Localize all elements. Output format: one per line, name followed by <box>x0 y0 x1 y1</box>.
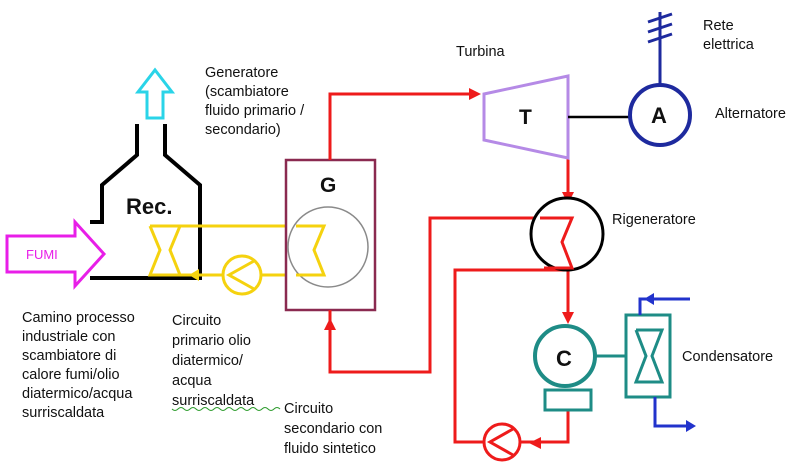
label-camino: Camino processo industriale con scambiat… <box>22 310 135 421</box>
svg-text:diatermico/acqua: diatermico/acqua <box>22 386 133 402</box>
svg-text:elettrica: elettrica <box>703 37 755 53</box>
label-circuito-primario: Circuito primario olio diatermico/ acqua… <box>172 313 255 409</box>
svg-text:Generatore: Generatore <box>205 65 278 81</box>
generator-letter: G <box>320 174 336 197</box>
svg-text:(scambiatore: (scambiatore <box>205 84 289 100</box>
secondary-circuit <box>328 92 570 444</box>
label-rete: Rete elettrica <box>703 18 755 53</box>
svg-text:diatermico/: diatermico/ <box>172 353 244 369</box>
primary-flow-arrow-icon <box>189 269 199 281</box>
svg-text:primario olio: primario olio <box>172 333 251 349</box>
svg-text:fluido sintetico: fluido sintetico <box>284 441 376 457</box>
svg-text:secondario con: secondario con <box>284 421 382 437</box>
label-alternatore: Alternatore <box>715 106 786 122</box>
exhaust-arrow-icon <box>134 67 176 120</box>
label-generatore: Generatore (scambiatore fluido primario … <box>205 65 305 138</box>
svg-text:scambiatore di: scambiatore di <box>22 348 116 364</box>
chimney-rec: Rec. <box>90 124 202 280</box>
fumi-arrow: FUMI <box>5 218 107 290</box>
turbine-t: T <box>482 74 570 160</box>
secondary-pump-icon <box>482 422 522 462</box>
svg-text:surriscaldata: surriscaldata <box>172 393 255 409</box>
spellcheck-underline <box>171 407 281 411</box>
generator-g: G <box>284 158 377 312</box>
alternator-a: A <box>628 83 692 147</box>
label-rigeneratore: Rigeneratore <box>612 212 696 228</box>
svg-text:secondario): secondario) <box>205 122 281 138</box>
label-turbina: Turbina <box>456 44 506 60</box>
alternator-letter: A <box>651 103 667 128</box>
svg-text:calore fumi/olio: calore fumi/olio <box>22 367 120 383</box>
grid-tower-icon <box>647 12 673 85</box>
cooling-flow-arrows <box>644 293 696 432</box>
label-condensatore: Condensatore <box>682 349 773 365</box>
svg-text:industriale con: industriale con <box>22 329 116 345</box>
label-circuito-secondario: Circuito secondario con fluido sintetico <box>284 401 382 457</box>
regenerator <box>529 196 605 272</box>
turbine-letter: T <box>519 106 532 129</box>
svg-text:Camino processo: Camino processo <box>22 310 135 326</box>
svg-text:acqua: acqua <box>172 373 212 389</box>
condenser-letter: C <box>556 346 572 371</box>
svg-text:Rete: Rete <box>703 18 734 34</box>
svg-text:surriscaldata: surriscaldata <box>22 405 105 421</box>
fumi-label: FUMI <box>26 247 58 262</box>
rec-label: Rec. <box>126 194 172 219</box>
primary-pump-icon <box>221 254 263 296</box>
svg-text:Circuito: Circuito <box>172 313 221 329</box>
svg-text:Circuito: Circuito <box>284 401 333 417</box>
svg-text:fluido primario /: fluido primario / <box>205 103 305 119</box>
generator-exchanger <box>296 224 327 277</box>
condenser-c: C <box>533 313 672 412</box>
cooling-water <box>638 297 690 428</box>
